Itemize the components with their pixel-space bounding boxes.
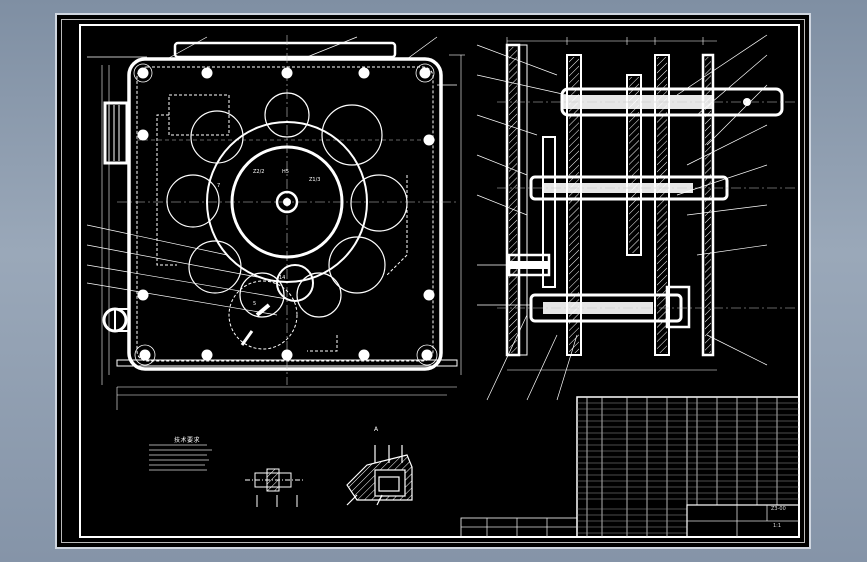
label-14: 14 <box>279 275 285 281</box>
notes-title: 技术要求 <box>174 437 201 444</box>
title-block <box>460 504 800 538</box>
label-h5: H5 <box>282 169 289 175</box>
housing-outline <box>127 57 443 371</box>
pin-detail <box>245 468 305 507</box>
left-motor-block <box>103 101 129 165</box>
right-plate <box>701 53 715 357</box>
detail-a-label: A <box>374 426 379 433</box>
label-7: 7 <box>217 183 220 189</box>
gear-body-3 <box>654 54 670 356</box>
central-gear-pitch <box>230 145 344 259</box>
central-gear-outer <box>206 121 368 283</box>
gear-body-2 <box>626 74 642 256</box>
bolt-holes <box>137 67 435 361</box>
detail-views <box>149 444 413 507</box>
drawing-scale: 1:1 <box>773 523 782 529</box>
label-z2: Z2/2 <box>253 169 264 175</box>
sheet-outer-border <box>61 19 805 543</box>
drawing-sheet: H5 Z2/2 Z1/3 14 7 5 <box>55 13 811 549</box>
housing-inner-contour <box>136 66 434 362</box>
sheet-inner-border <box>79 24 800 538</box>
plan-view: H5 Z2/2 Z1/3 14 7 5 <box>86 35 465 410</box>
label-z1: Z1/3 <box>309 177 320 183</box>
central-shaft <box>275 190 299 214</box>
label-5: 5 <box>253 301 256 307</box>
drawing-number: Z3-00 <box>771 506 786 512</box>
cad-drawing: H5 Z2/2 Z1/3 14 7 5 <box>86 34 800 538</box>
top-rail <box>173 41 397 59</box>
gear-body-4 <box>542 136 556 288</box>
parts-list-rows <box>577 402 799 534</box>
lower-linkage-gear <box>228 280 298 350</box>
gear-body-1 <box>566 54 582 356</box>
section-a-detail <box>346 445 413 506</box>
parts-list <box>576 396 800 538</box>
section-view <box>476 34 797 401</box>
